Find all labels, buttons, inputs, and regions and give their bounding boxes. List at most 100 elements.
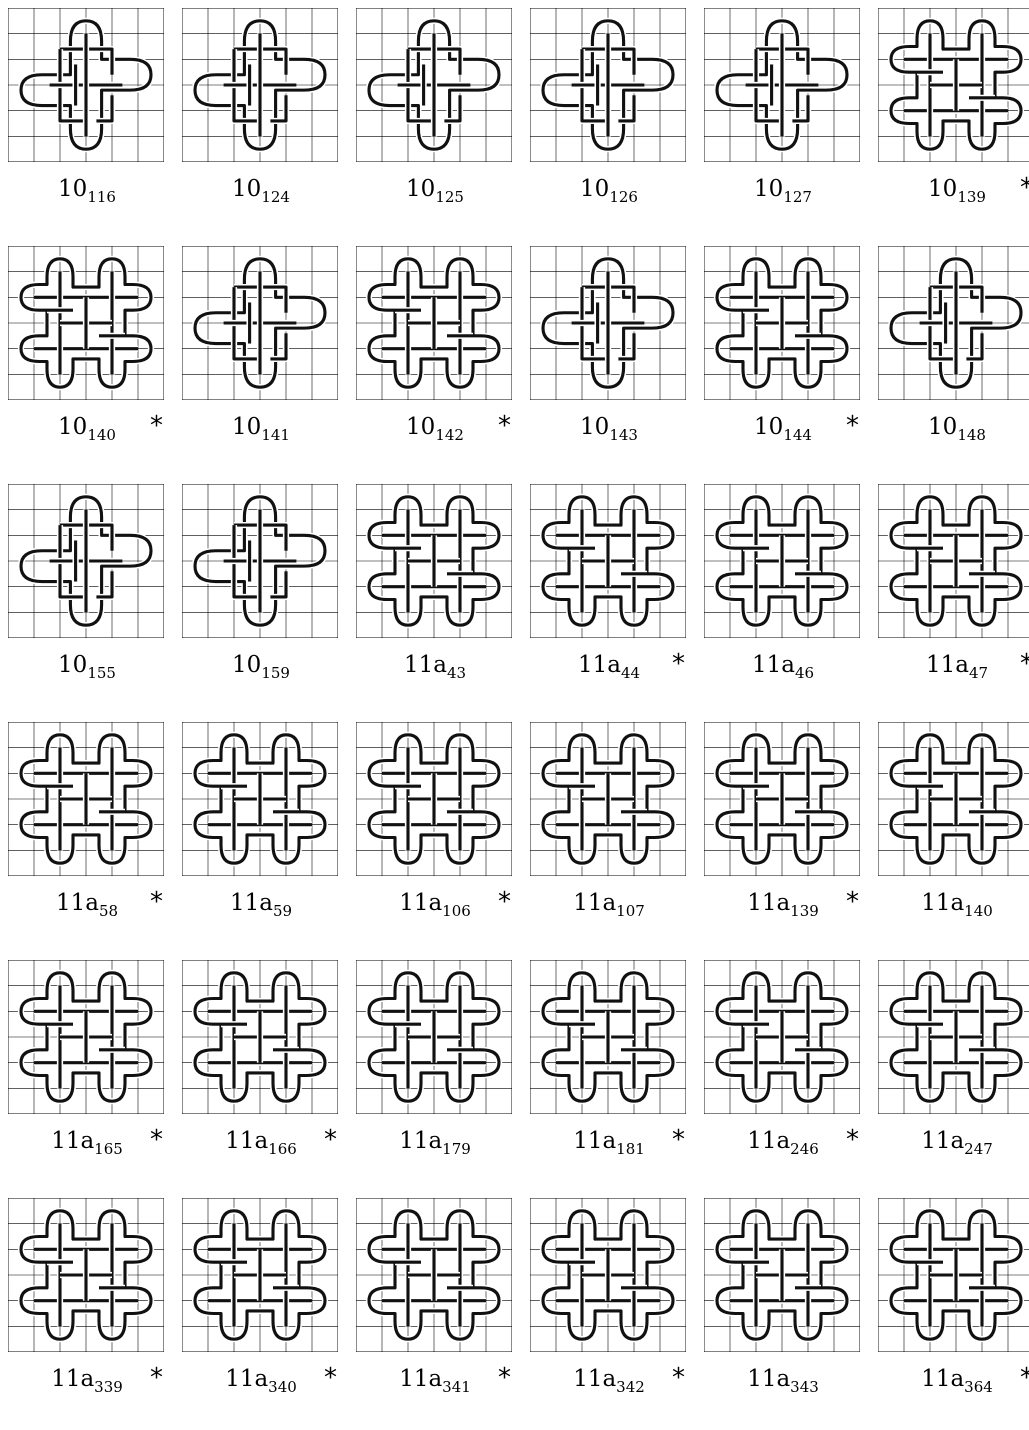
knot-cell: 11a43 <box>352 480 510 716</box>
knot-diagram <box>878 722 1029 876</box>
knot-name: 11a <box>921 1128 964 1154</box>
knot-cell: 11a106* <box>352 718 510 954</box>
knot-cell: 11a46 <box>700 480 858 716</box>
knot-index: 140 <box>964 902 993 920</box>
knot-index: 125 <box>435 188 464 206</box>
knot-diagram <box>704 960 860 1114</box>
knot-name: 11a <box>51 1128 94 1154</box>
knot-diagram <box>8 246 164 400</box>
knot-name: 10 <box>928 414 957 440</box>
knot-cell: 10116 <box>4 4 162 240</box>
knot-diagram <box>356 960 512 1114</box>
knot-label: 11a106 <box>352 890 518 916</box>
knot-label: 10142 <box>352 414 518 440</box>
knot-label: 10144 <box>700 414 866 440</box>
knot-diagram <box>530 8 686 162</box>
knot-index: 106 <box>442 902 471 920</box>
knot-label: 10159 <box>178 652 344 678</box>
knot-index: 143 <box>609 426 638 444</box>
knot-name: 10 <box>754 176 783 202</box>
knot-label: 11a339 <box>4 1366 170 1392</box>
knot-label: 11a364 <box>874 1366 1029 1392</box>
knot-cell: 11a59 <box>178 718 336 954</box>
knot-diagram <box>8 1198 164 1352</box>
asterisk-mark: * <box>498 1363 511 1393</box>
knot-diagram <box>704 484 860 638</box>
knot-name: 11a <box>404 652 447 678</box>
knot-index: 59 <box>273 902 292 920</box>
knot-index: 247 <box>964 1140 993 1158</box>
knot-name: 11a <box>921 1366 964 1392</box>
knot-cell: 11a339* <box>4 1194 162 1430</box>
knot-diagram <box>182 484 338 638</box>
knot-index: 124 <box>261 188 290 206</box>
asterisk-mark: * <box>150 887 163 917</box>
knot-index: 155 <box>87 664 116 682</box>
knot-name: 11a <box>225 1128 268 1154</box>
knot-cell: 11a165* <box>4 956 162 1192</box>
knot-diagram <box>356 1198 512 1352</box>
knot-name: 11a <box>573 1128 616 1154</box>
knot-name: 10 <box>580 176 609 202</box>
knot-cell: 11a107 <box>526 718 684 954</box>
knot-diagram <box>182 722 338 876</box>
knot-label: 10141 <box>178 414 344 440</box>
knot-name: 10 <box>232 652 261 678</box>
knot-name: 11a <box>399 1128 442 1154</box>
knot-index: 246 <box>790 1140 819 1158</box>
knot-diagram <box>530 484 686 638</box>
knot-index: 339 <box>94 1378 123 1396</box>
knot-index: 141 <box>261 426 290 444</box>
knot-diagram <box>878 246 1029 400</box>
knot-diagram <box>182 8 338 162</box>
knot-cell: 10155 <box>4 480 162 716</box>
knot-label: 11a139 <box>700 890 866 916</box>
knot-cell: 11a139* <box>700 718 858 954</box>
knot-cell: 11a342* <box>526 1194 684 1430</box>
knot-cell: 11a140 <box>874 718 1029 954</box>
knot-diagram <box>878 1198 1029 1352</box>
knot-label: 11a165 <box>4 1128 170 1154</box>
asterisk-mark: * <box>846 411 859 441</box>
asterisk-mark: * <box>672 649 685 679</box>
knot-cell: 10126 <box>526 4 684 240</box>
knot-index: 142 <box>435 426 464 444</box>
knot-label: 11a340 <box>178 1366 344 1392</box>
knot-cell: 11a166* <box>178 956 336 1192</box>
knot-label: 11a43 <box>352 652 518 678</box>
knot-cell: 10140* <box>4 242 162 478</box>
knot-label: 11a342 <box>526 1366 692 1392</box>
knot-name: 11a <box>921 890 964 916</box>
knot-diagram <box>182 246 338 400</box>
knot-index: 47 <box>969 664 988 682</box>
knot-name: 10 <box>232 176 261 202</box>
asterisk-mark: * <box>150 1125 163 1155</box>
knot-index: 148 <box>957 426 986 444</box>
knot-name: 10 <box>58 176 87 202</box>
knot-name: 11a <box>747 1128 790 1154</box>
knot-name: 10 <box>406 176 435 202</box>
knot-label: 10126 <box>526 176 692 202</box>
knot-diagram <box>530 722 686 876</box>
knot-index: 159 <box>261 664 290 682</box>
knot-label: 10148 <box>874 414 1029 440</box>
knot-name: 10 <box>754 414 783 440</box>
knot-name: 10 <box>580 414 609 440</box>
knot-cell: 11a47* <box>874 480 1029 716</box>
knot-index: 58 <box>99 902 118 920</box>
knot-diagram <box>8 722 164 876</box>
knot-label: 10140 <box>4 414 170 440</box>
knot-cell: 11a58 * <box>4 718 162 954</box>
knot-index: 140 <box>87 426 116 444</box>
knot-label: 11a140 <box>874 890 1029 916</box>
knot-diagram <box>8 960 164 1114</box>
knot-label: 11a107 <box>526 890 692 916</box>
knot-diagram <box>878 8 1029 162</box>
knot-name: 11a <box>752 652 795 678</box>
knot-index: 44 <box>621 664 640 682</box>
knot-index: 107 <box>616 902 645 920</box>
knot-name: 11a <box>56 890 99 916</box>
knot-cell: 11a247 <box>874 956 1029 1192</box>
knot-cell: 11a246* <box>700 956 858 1192</box>
knot-diagram <box>356 722 512 876</box>
